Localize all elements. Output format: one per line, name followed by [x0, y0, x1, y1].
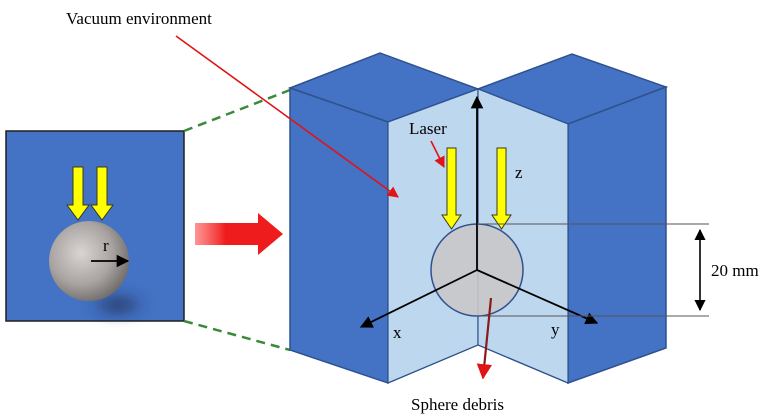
dimension-annotation: 20 mm — [477, 223, 759, 317]
radius-label: r — [103, 236, 109, 255]
sphere-debris-label: Sphere debris — [411, 395, 504, 414]
zoom-line-bottom — [183, 319, 291, 352]
chamber-laser-arrows — [441, 147, 512, 230]
detail-laser-arrows — [66, 166, 114, 221]
z-axis-label: z — [515, 163, 523, 182]
vacuum-environment-label: Vacuum environment — [66, 9, 212, 28]
vacuum-pointer-arrow — [175, 35, 399, 198]
sphere-debris-pointer-arrow — [476, 297, 493, 380]
y-axis — [476, 269, 599, 325]
inner-floor-edge — [387, 344, 569, 384]
detail-sphere — [49, 221, 129, 301]
down-arrow-icon — [491, 147, 512, 230]
laser-pointer-arrow — [430, 140, 445, 169]
detail-panel: r — [5, 130, 185, 322]
chamber-left-front — [289, 86, 389, 385]
down-arrow-icon — [441, 147, 462, 230]
dimension-label: 20 mm — [711, 261, 759, 280]
zoom-line-top — [183, 88, 291, 133]
chamber-right-front — [567, 85, 667, 385]
down-arrow-icon — [66, 166, 90, 221]
down-arrow-icon — [90, 166, 114, 221]
x-axis — [359, 269, 478, 328]
coordinate-axes: z x y — [359, 95, 599, 342]
x-axis-label: x — [393, 323, 402, 342]
vacuum-chamber — [287, 52, 669, 385]
right-arrow-icon — [195, 213, 283, 255]
y-axis-label: y — [551, 320, 560, 339]
laser-label: Laser — [409, 119, 447, 138]
